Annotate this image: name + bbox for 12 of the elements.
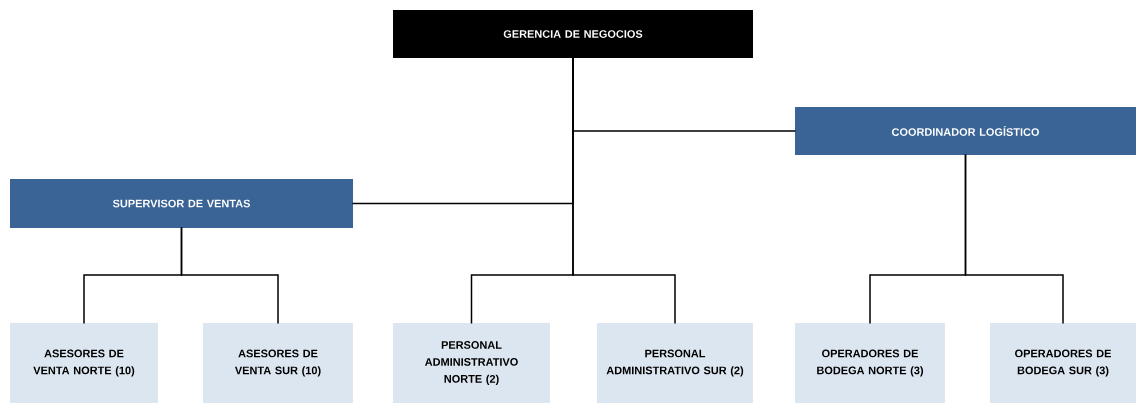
position-box: SUPERVISOR DE VENTAS [10,179,353,228]
position-box: OPERADORES DE BODEGA SUR (3) [990,323,1136,403]
connector-line [964,154,1064,324]
position-box: COORDINADOR LOGÍSTICO [795,107,1136,155]
connector-line [180,227,279,324]
connector-line [572,57,676,324]
position-box: PERSONAL ADMINISTRATIVO NORTE (2) [393,323,550,403]
position-box: PERSONAL ADMINISTRATIVO SUR (2) [597,323,753,403]
position-box: ASESORES DE VENTA SUR (10) [203,323,353,403]
position-box: ASESORES DE VENTA NORTE (10) [10,323,158,403]
manager-box: GERENCIA DE NEGOCIOS [393,10,753,58]
position-box: OPERADORES DE BODEGA NORTE (3) [795,323,945,403]
